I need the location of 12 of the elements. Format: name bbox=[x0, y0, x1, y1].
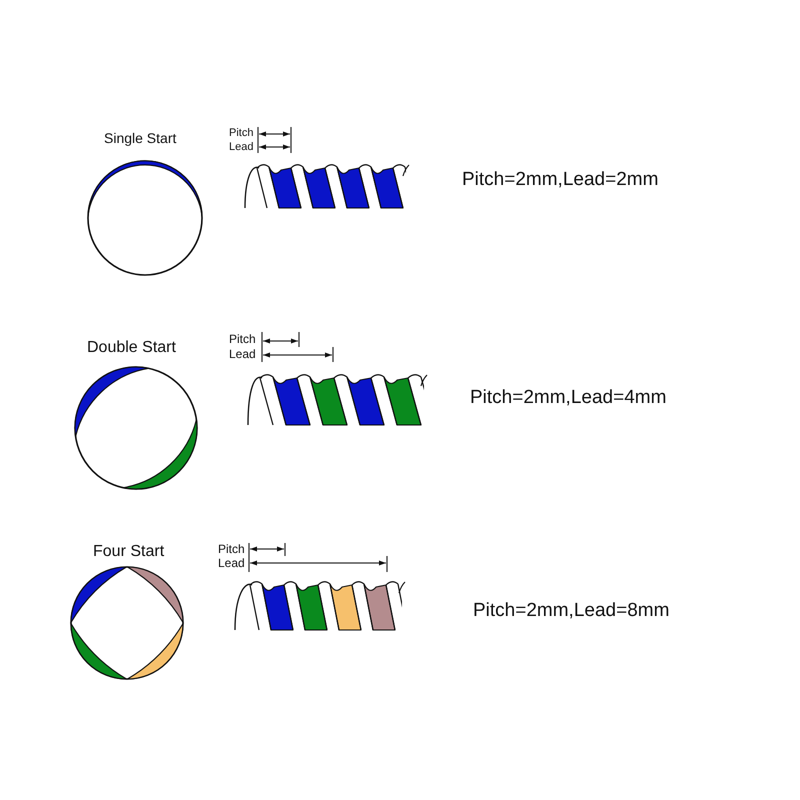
dimension-label: Pitch bbox=[229, 333, 256, 346]
dimension-label: Lead bbox=[229, 348, 256, 362]
thread-type-label: Single Start bbox=[104, 131, 176, 146]
thread-type-label: Double Start bbox=[87, 339, 176, 357]
dimension-label: Pitch bbox=[229, 127, 254, 140]
dimension-label: Lead bbox=[229, 141, 254, 154]
dimension-label: Lead bbox=[218, 557, 245, 570]
pitch-lead-value: Pitch=2mm,Lead=4mm bbox=[470, 388, 666, 409]
dimension-label: Pitch bbox=[218, 543, 245, 556]
pitch-lead-value: Pitch=2mm,Lead=8mm bbox=[473, 601, 670, 622]
pitch-lead-value: Pitch=2mm,Lead=2mm bbox=[462, 170, 658, 191]
thread-type-label: Four Start bbox=[93, 543, 164, 561]
